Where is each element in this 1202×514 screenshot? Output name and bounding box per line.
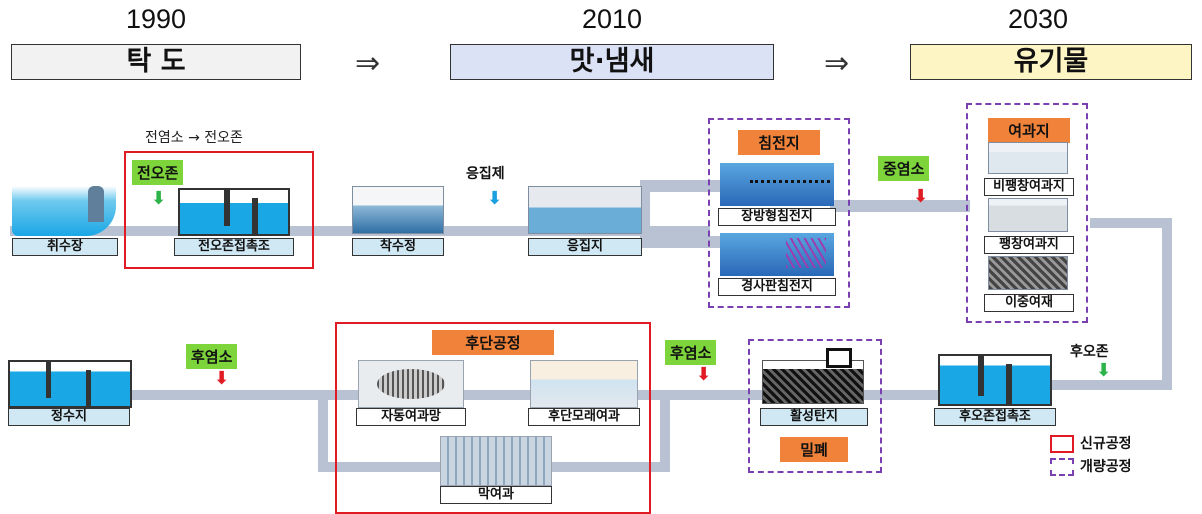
legend-improved-swatch	[1050, 458, 1074, 476]
post-ozone-note: 후오존	[1070, 344, 1109, 360]
label-coagulation: 응집지	[528, 238, 642, 256]
pipe-sed-to-filter	[830, 200, 970, 212]
coagulation-basin-image	[528, 186, 642, 234]
label-receiving-well: 착수정	[352, 238, 444, 256]
new-process-box-pre-ozone	[124, 151, 314, 269]
pre-treatment-note: 전염소 → 전오존	[145, 130, 243, 146]
tag-filter: 여과지	[988, 118, 1070, 143]
filter-dual-image	[988, 256, 1068, 290]
filter-exp-image	[988, 198, 1068, 232]
gac-image	[762, 360, 864, 404]
label-membrane: 막여과	[440, 486, 552, 504]
label-filter-dual: 이중여재	[984, 294, 1074, 312]
transition-arrow-2: ⇒	[824, 46, 850, 81]
tag-mid-chlorine: 중염소	[878, 156, 930, 181]
label-auto-screen: 자동여과망	[356, 408, 466, 426]
coagulant-label: 응집제	[466, 166, 505, 182]
tag-gac-sealed: 밀폐	[780, 437, 848, 462]
tag-sedimentation: 침전지	[738, 130, 820, 155]
pipe-bypass-left-vert	[318, 390, 328, 470]
pipe-bottom-right	[1050, 380, 1172, 390]
era-label-taste-odor: 맛·냄새	[450, 44, 774, 80]
pipe-split-upper	[640, 180, 730, 192]
label-filter-exp: 팽창여과지	[984, 236, 1074, 254]
legend-improved-label: 개량공정	[1080, 459, 1132, 475]
pipe-split-lower	[640, 236, 730, 248]
filter-nonexp-image	[988, 142, 1068, 174]
pipe-split-vert	[640, 180, 650, 248]
gac-cover-icon	[826, 348, 852, 368]
receiving-well-image	[352, 186, 444, 234]
post-ozone-green-arrow: ⬇	[1096, 360, 1112, 381]
post-chlorine-1-red-arrow: ⬇	[214, 368, 230, 389]
label-post-sand: 후단모래여과	[528, 408, 640, 426]
label-sed-rect: 장방형침전지	[718, 208, 836, 226]
era-year-2010: 2010	[581, 4, 643, 34]
era-year-1990: 1990	[125, 4, 187, 34]
tag-pre-ozone: 전오존	[132, 160, 184, 185]
legend-new-swatch	[1050, 435, 1074, 453]
pipe-right-vert	[1162, 218, 1172, 388]
label-sed-incline: 경사판침전지	[718, 278, 836, 296]
label-post-ozone-tank: 후오존접촉조	[934, 408, 1056, 426]
improved-process-box-sedimentation	[708, 118, 850, 308]
era-label-turbidity: 탁 도	[11, 44, 301, 80]
sed-incline-image	[720, 228, 834, 276]
clearwell-image	[8, 360, 132, 408]
tag-post-chlorine-2: 후염소	[665, 340, 717, 365]
pre-ozone-green-arrow: ⬇	[151, 188, 167, 209]
era-label-organic: 유기물	[910, 44, 1192, 80]
pipe-filter-right	[1090, 218, 1170, 228]
pipe-bypass-right-vert	[660, 390, 670, 472]
post-chlorine-2-red-arrow: ⬇	[696, 364, 712, 385]
post-sand-image	[530, 360, 638, 408]
tag-post-chlorine-1: 후염소	[186, 344, 238, 369]
auto-screen-image	[358, 360, 464, 408]
membrane-image	[440, 436, 552, 486]
improved-process-box-filter	[966, 103, 1088, 323]
label-filter-nonexp: 비팽창여과지	[984, 178, 1074, 196]
sed-rect-image	[720, 158, 834, 206]
intake-tower-icon	[88, 186, 104, 222]
transition-arrow-1: ⇒	[355, 46, 381, 81]
legend-new: 신규공정	[1050, 433, 1132, 453]
legend-new-label: 신규공정	[1080, 436, 1132, 452]
era-year-2030: 2030	[1007, 4, 1069, 34]
pre-ozone-tank-image	[178, 188, 290, 236]
label-intake: 취수장	[12, 238, 118, 256]
label-gac: 활성탄지	[760, 408, 868, 426]
mid-chlorine-red-arrow: ⬇	[913, 186, 929, 207]
improved-process-box-gac	[748, 339, 882, 473]
legend-improved: 개량공정	[1050, 456, 1132, 476]
coagulant-blue-arrow: ⬇	[487, 188, 503, 209]
post-ozone-tank-image	[938, 354, 1052, 406]
tag-post-process: 후단공정	[432, 330, 554, 355]
label-clearwell: 정수지	[8, 408, 130, 426]
label-pre-ozone-tank: 전오존접촉조	[174, 238, 294, 256]
